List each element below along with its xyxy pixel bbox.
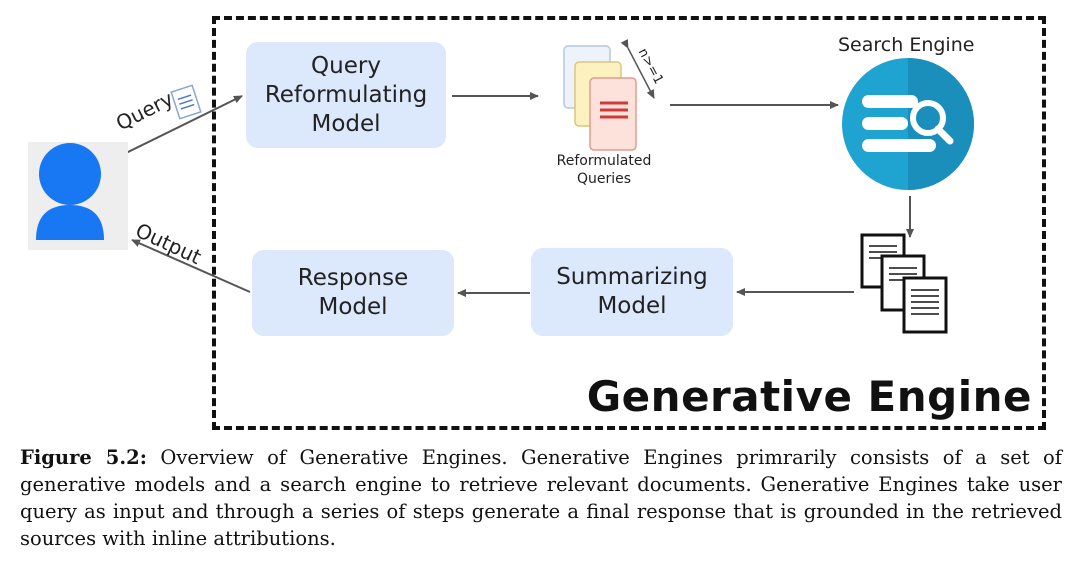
reformulated-queries-label: Reformulated Queries bbox=[556, 153, 652, 187]
caption-label: Figure 5.2: bbox=[20, 446, 147, 469]
n-count-bracket bbox=[620, 39, 655, 99]
document-icon bbox=[170, 84, 202, 120]
generative-engine-title: Generative Engine bbox=[586, 372, 1032, 421]
user-icon bbox=[28, 142, 128, 250]
query-pages-icon bbox=[563, 45, 637, 151]
search-engine-icon bbox=[842, 58, 974, 190]
search-engine-label: Search Engine bbox=[838, 34, 975, 56]
caption-text: Overview of Generative Engines. Generati… bbox=[20, 446, 1062, 550]
generative-engine-frame bbox=[212, 16, 1046, 430]
documents-stack-icon bbox=[860, 233, 948, 334]
query-reformulating-model-box: Query Reformulating Model bbox=[246, 42, 446, 148]
arrow-response-to-user bbox=[131, 239, 251, 293]
summarizing-model-box: Summarizing Model bbox=[531, 248, 733, 336]
arrow-user-to-query-model bbox=[123, 95, 243, 155]
response-model-box: Response Model bbox=[252, 250, 454, 336]
figure-caption: Figure 5.2: Overview of Generative Engin… bbox=[20, 444, 1062, 552]
